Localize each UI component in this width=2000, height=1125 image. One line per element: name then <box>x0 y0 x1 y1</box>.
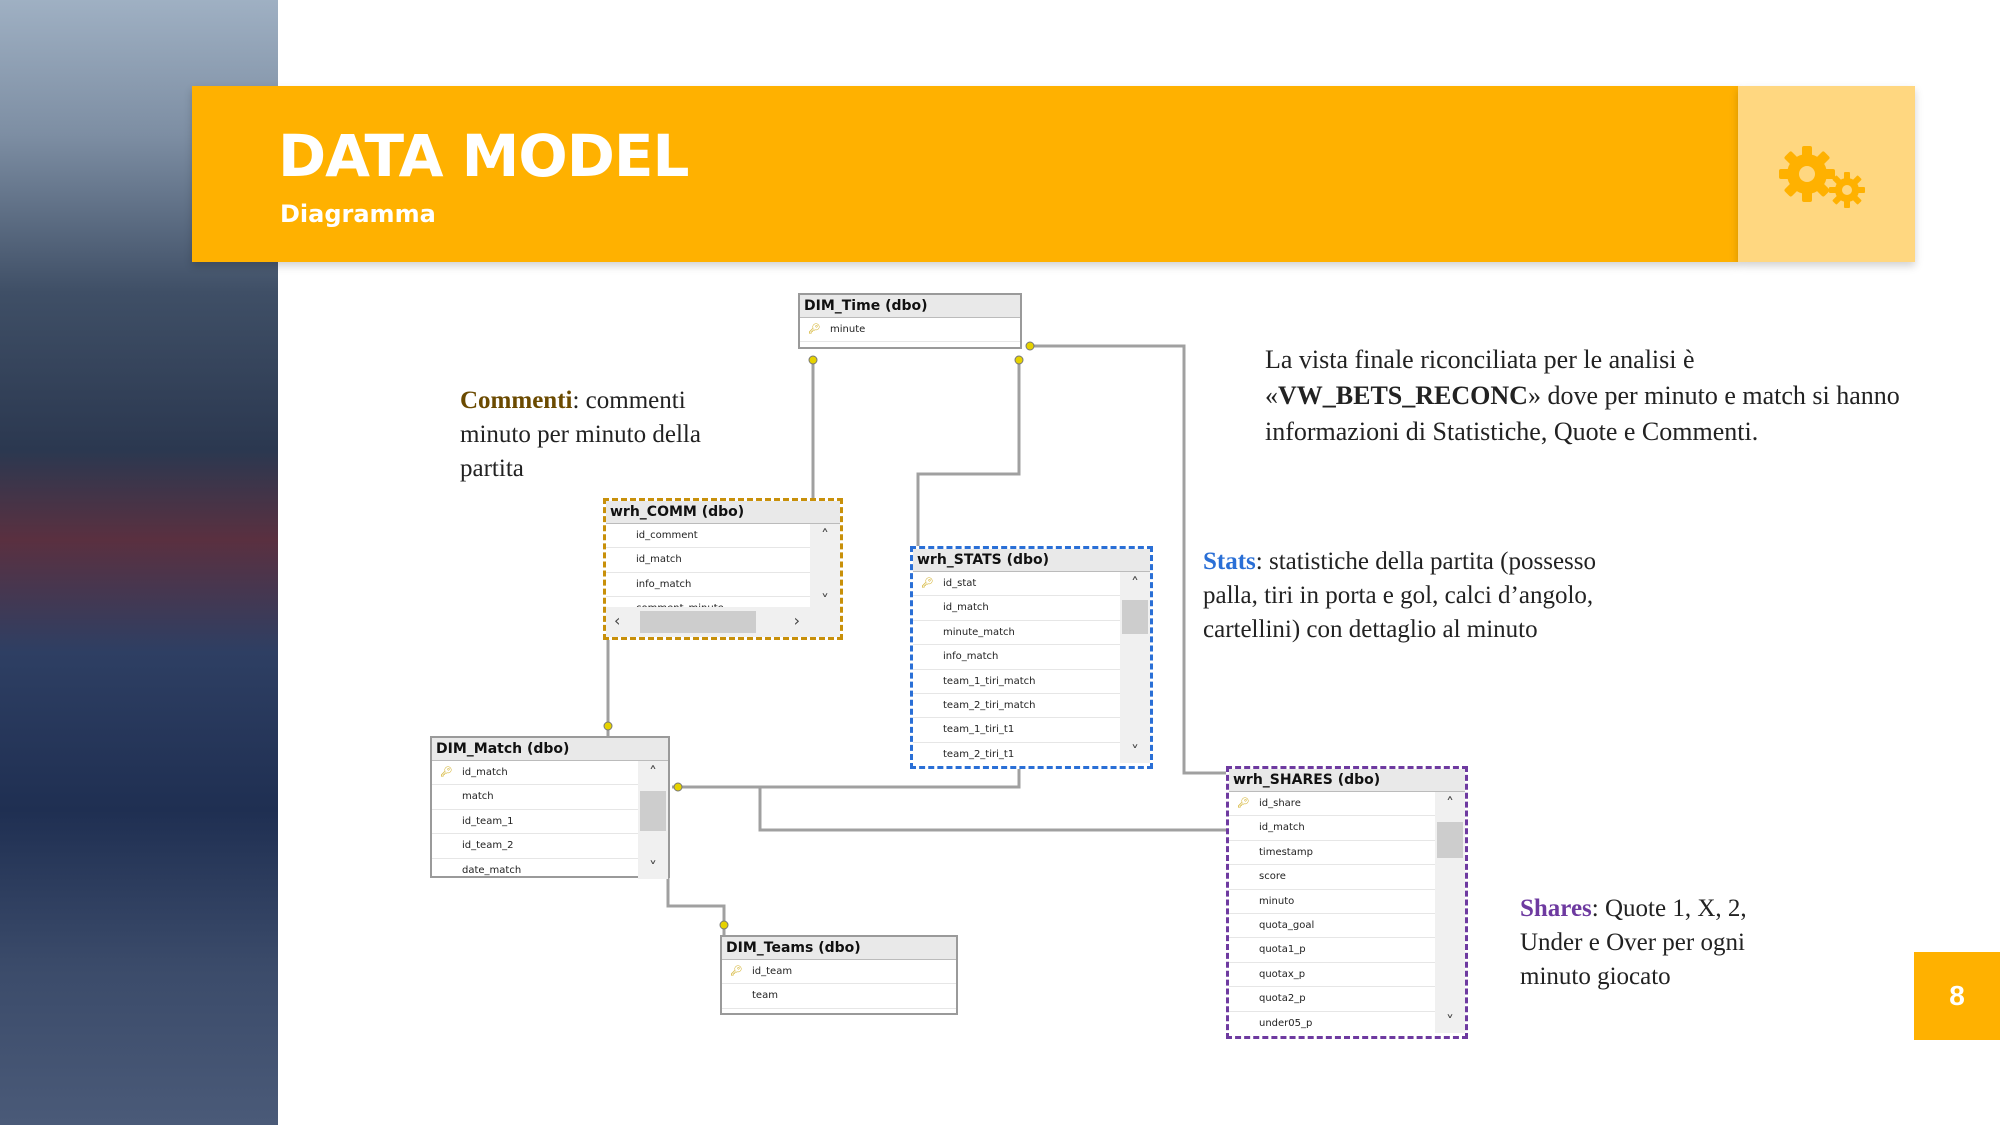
table-dim-teams[interactable]: DIM_Teams (dbo) 🔑︎id_team team <box>720 935 958 1015</box>
table-row[interactable]: quota2_p <box>1229 987 1465 1012</box>
table-row[interactable]: score <box>1229 865 1465 890</box>
table-row[interactable]: team_1_tiri_t1 <box>913 718 1150 743</box>
chevron-down-icon[interactable]: ˅ <box>1131 742 1139 761</box>
table-dim-match[interactable]: DIM_Match (dbo) 🔑︎id_match match id_team… <box>430 736 670 879</box>
note-commenti-label: Commenti <box>460 387 573 414</box>
scrollbar-thumb[interactable] <box>640 791 666 831</box>
table-title: DIM_Time (dbo) <box>800 295 1020 318</box>
chevron-up-icon[interactable]: ˄ <box>821 526 829 545</box>
page-subtitle: Diagramma <box>280 200 436 228</box>
table-row[interactable]: 🔑︎id_stat <box>913 572 1150 597</box>
table-row[interactable]: info_match <box>913 645 1150 670</box>
vertical-scrollbar[interactable]: ˄ ˅ <box>1435 792 1465 1033</box>
table-row[interactable]: 🔑︎minute <box>800 318 1020 343</box>
table-row[interactable]: date_match <box>432 859 668 879</box>
table-wrh-stats[interactable]: wrh_STATS (dbo) 🔑︎id_stat id_match minut… <box>910 546 1153 769</box>
scrollbar-thumb[interactable] <box>1122 600 1148 634</box>
table-wrh-comm[interactable]: wrh_COMM (dbo) id_comment id_match info_… <box>603 498 843 640</box>
table-row[interactable]: minute_match <box>913 621 1150 646</box>
key-icon: 🔑︎ <box>808 324 821 335</box>
chevron-up-icon[interactable]: ˄ <box>1131 574 1139 593</box>
table-row[interactable]: quota1_p <box>1229 938 1465 963</box>
chevron-up-icon[interactable]: ˄ <box>649 763 657 782</box>
scrollbar-thumb[interactable] <box>640 611 756 633</box>
table-row[interactable]: minuto <box>1229 890 1465 914</box>
table-row[interactable]: timestamp <box>1229 841 1465 866</box>
table-wrh-shares[interactable]: wrh_SHARES (dbo) 🔑︎id_share id_match tim… <box>1226 766 1468 1039</box>
header-banner <box>192 86 1738 262</box>
note-shares-label: Shares <box>1520 895 1592 922</box>
vertical-scrollbar[interactable]: ˄ ˅ <box>810 524 840 612</box>
table-row[interactable]: under05_p <box>1229 1012 1465 1033</box>
note-stats: Stats: statistiche della partita (posses… <box>1203 548 1596 643</box>
table-title: DIM_Match (dbo) <box>432 738 668 761</box>
table-row[interactable]: id_match <box>913 596 1150 621</box>
table-row[interactable]: quotax_p <box>1229 963 1465 988</box>
note-stats-label: Stats <box>1203 548 1256 575</box>
chevron-down-icon[interactable]: ˅ <box>649 858 657 877</box>
vertical-scrollbar[interactable]: ˄ ˅ <box>638 761 668 879</box>
vertical-scrollbar[interactable]: ˄ ˅ <box>1120 572 1150 763</box>
table-row[interactable]: id_team_2 <box>432 834 668 859</box>
table-row[interactable]: 🔑︎id_share <box>1229 792 1465 817</box>
chevron-down-icon[interactable]: ˅ <box>1446 1012 1454 1031</box>
page-title: DATA MODEL <box>278 122 689 190</box>
chevron-right-icon[interactable]: › <box>793 611 800 630</box>
chevron-up-icon[interactable]: ˄ <box>1446 794 1454 813</box>
note-final-view: La vista finale riconciliata per le anal… <box>1265 345 1900 446</box>
key-icon: 🔑︎ <box>440 767 453 778</box>
table-row[interactable]: team_2_tiri_t1 <box>913 743 1150 763</box>
scrollbar-thumb[interactable] <box>1437 822 1463 858</box>
table-row[interactable]: team_2_tiri_match <box>913 694 1150 719</box>
table-row[interactable]: quota_goal <box>1229 914 1465 939</box>
table-row[interactable]: id_match <box>1229 816 1465 841</box>
table-row[interactable]: id_team_1 <box>432 810 668 835</box>
table-row[interactable]: team <box>722 984 956 1009</box>
table-row[interactable]: id_comment <box>606 524 840 549</box>
table-row[interactable]: 🔑︎id_match <box>432 761 668 786</box>
table-title: DIM_Teams (dbo) <box>722 937 956 960</box>
table-row[interactable]: 🔑︎id_team <box>722 960 956 985</box>
table-row[interactable]: id_match <box>606 548 840 573</box>
table-title: wrh_COMM (dbo) <box>606 501 840 524</box>
table-row[interactable]: info_match <box>606 573 840 598</box>
gears-icon <box>1779 146 1865 208</box>
note-shares: Shares: Quote 1, X, 2, Under e Over per … <box>1520 895 1747 990</box>
page-number-badge: 8 <box>1914 952 2000 1040</box>
chevron-down-icon[interactable]: ˅ <box>821 591 829 610</box>
key-icon: 🔑︎ <box>921 578 934 589</box>
chevron-left-icon[interactable]: ‹ <box>614 611 621 630</box>
key-icon: 🔑︎ <box>730 966 743 977</box>
horizontal-scrollbar[interactable]: ‹ › <box>606 607 840 637</box>
table-title: wrh_SHARES (dbo) <box>1229 769 1465 792</box>
table-title: wrh_STATS (dbo) <box>913 549 1150 572</box>
table-row[interactable]: team_1_tiri_match <box>913 670 1150 694</box>
table-row[interactable]: match <box>432 785 668 810</box>
key-icon: 🔑︎ <box>1237 798 1250 809</box>
table-dim-time[interactable]: DIM_Time (dbo) 🔑︎minute <box>798 293 1022 349</box>
note-commenti: Commenti: commenti minuto per minuto del… <box>460 387 701 482</box>
